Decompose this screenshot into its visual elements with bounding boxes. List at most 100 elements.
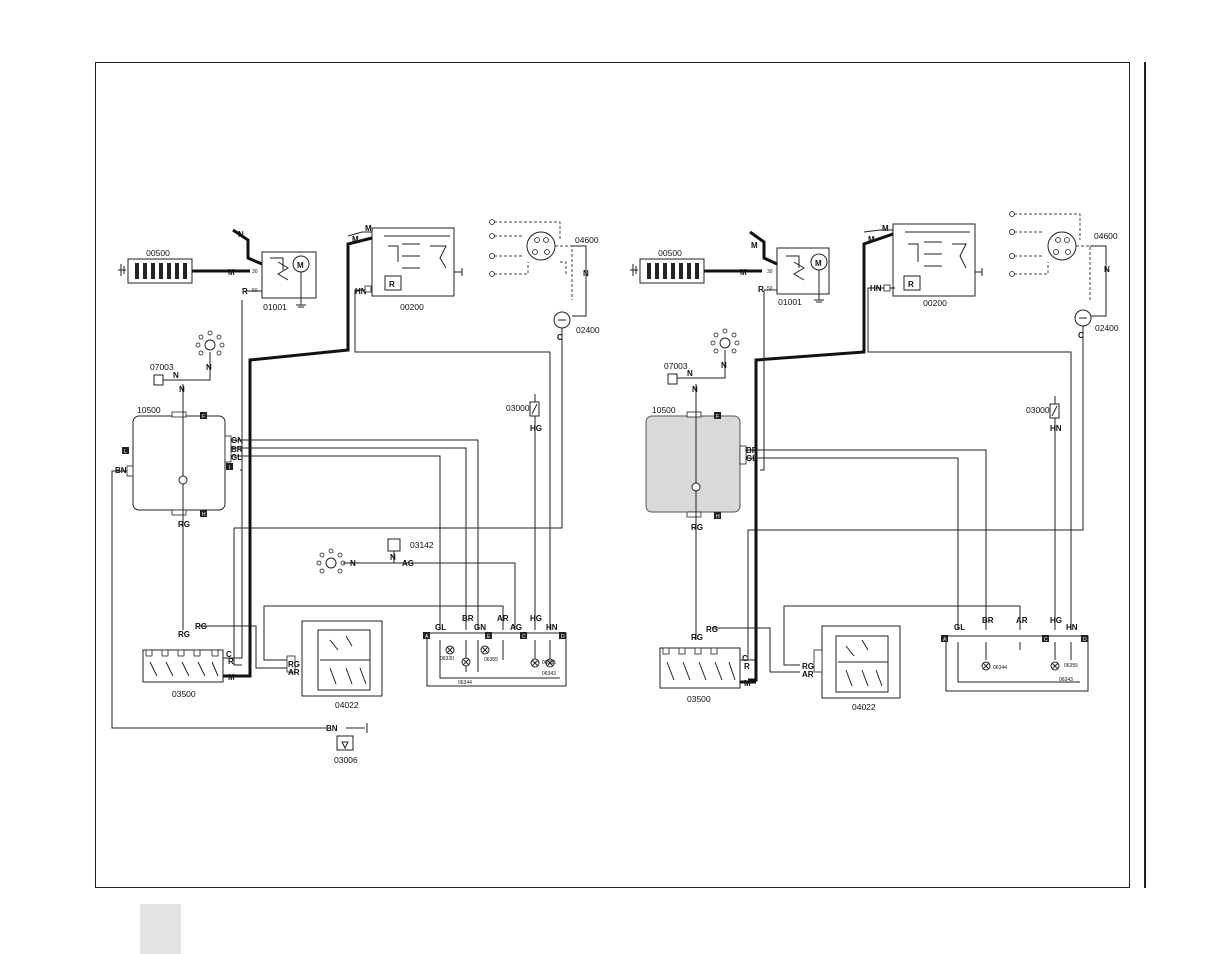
svg-text:RG: RG <box>691 523 703 532</box>
alternator-00200-r: R 00200 <box>892 223 983 308</box>
svg-text:N: N <box>721 361 727 370</box>
svg-text:L: L <box>124 449 127 455</box>
switch-code: 04022 <box>335 700 359 710</box>
svg-text:M: M <box>815 259 822 268</box>
svg-text:GL: GL <box>435 623 446 632</box>
svg-text:06355: 06355 <box>542 660 556 666</box>
svg-text:RG: RG <box>288 660 300 669</box>
svg-text:H: H <box>202 512 206 518</box>
ignition-switch-code-r: 04600 <box>1094 231 1118 241</box>
svg-text:06355: 06355 <box>1064 663 1078 669</box>
svg-text:D: D <box>561 634 565 640</box>
svg-text:D: D <box>1083 637 1087 643</box>
svg-text:06343: 06343 <box>1059 677 1073 683</box>
svg-text:AR: AR <box>802 670 814 679</box>
svg-text:C: C <box>226 650 232 659</box>
svg-text:N: N <box>390 553 396 562</box>
oil-sender-code-r: 02400 <box>1095 323 1119 333</box>
svg-text:RG: RG <box>178 520 190 529</box>
svg-text:AR: AR <box>1016 616 1028 625</box>
svg-text:F: F <box>202 414 205 420</box>
battery-code: 00500 <box>146 248 170 258</box>
svg-text:M: M <box>365 224 372 233</box>
alternator-00200: R 00200 <box>371 227 463 312</box>
svg-text:HG: HG <box>1050 616 1062 625</box>
svg-text:RG: RG <box>195 622 207 631</box>
ignition-switch-code: 04600 <box>575 235 599 245</box>
sensor-star-2 <box>316 548 346 574</box>
battery-code-r: 00500 <box>658 248 682 258</box>
relay-03142: 03142 <box>387 538 434 552</box>
svg-text:N: N <box>173 371 179 380</box>
connector-07003-code-r: 07003 <box>664 361 688 371</box>
instrument-panel-10500-r: 10500 <box>645 405 741 518</box>
switch-04022: 04022 <box>286 620 383 710</box>
svg-text:M: M <box>868 235 875 244</box>
svg-text:R: R <box>228 657 234 666</box>
battery-cells <box>135 263 187 279</box>
svg-text:A: A <box>425 634 429 640</box>
svg-text:GN: GN <box>474 623 486 632</box>
svg-text:HN: HN <box>1066 623 1078 632</box>
svg-text:E: E <box>487 634 491 640</box>
svg-text:C: C <box>557 333 563 342</box>
sensor-star-1 <box>195 330 225 356</box>
svg-text:RG: RG <box>802 662 814 671</box>
svg-text:M: M <box>882 224 889 233</box>
svg-text:GL: GL <box>954 623 965 632</box>
svg-text:N: N <box>238 230 244 239</box>
svg-text:N: N <box>179 385 185 394</box>
wire-label-m: M <box>228 268 235 277</box>
fuse-box-03500: 03500 <box>142 649 224 699</box>
lamp-cluster: 06330 06365 06344 06355 06343 A E C D <box>423 632 567 687</box>
sensor-03000: 03000 <box>506 401 540 417</box>
svg-text:M: M <box>751 241 758 250</box>
instrument-panel-code: 10500 <box>137 405 161 415</box>
relay-code: 03142 <box>410 540 434 550</box>
svg-text:BR: BR <box>462 614 474 623</box>
starter-code-r: 01001 <box>778 297 802 307</box>
svg-text:06330: 06330 <box>440 656 454 662</box>
lamp-cluster-r: 06344 06355 06343 A C D <box>941 635 1089 692</box>
svg-text:06343: 06343 <box>542 671 556 677</box>
oil-sender-02400-r: 02400 <box>1074 309 1119 333</box>
svg-text:I: I <box>229 465 230 471</box>
svg-text:RG: RG <box>706 625 718 634</box>
svg-text:C: C <box>1078 331 1084 340</box>
switch-code-r: 04022 <box>852 702 876 712</box>
svg-text:M: M <box>228 673 235 682</box>
instrument-panel-code-r: 10500 <box>652 405 676 415</box>
svg-text:AG: AG <box>510 623 522 632</box>
oil-sender-code: 02400 <box>576 325 600 335</box>
ground-03006: 03006 <box>334 735 358 765</box>
svg-text:R: R <box>908 280 914 289</box>
motor-symbol: M <box>297 261 304 270</box>
svg-text:N: N <box>583 269 589 278</box>
svg-text:C: C <box>742 654 748 663</box>
connector-07003-r: 07003 <box>664 361 688 385</box>
fuse-box-03500-r: 03500 <box>659 647 741 704</box>
starter-code: 01001 <box>263 302 287 312</box>
svg-text:RG: RG <box>178 630 190 639</box>
svg-text:50: 50 <box>767 286 773 292</box>
oil-sender-02400: 02400 <box>553 311 600 335</box>
battery-00500-r: 00500 <box>630 248 705 284</box>
svg-text:GN: GN <box>231 436 243 445</box>
svg-text:06344: 06344 <box>458 680 472 686</box>
svg-text:HG: HG <box>530 424 542 433</box>
instrument-panel-10500: 10500 <box>132 405 226 516</box>
starter-01001: M 30 50 01001 <box>252 251 317 312</box>
right-diagram: 00500 M M 30 50 01001 M R R 00200 M M HN <box>630 211 1119 712</box>
page-edge-line <box>1144 62 1146 888</box>
fuse-box-code-r: 03500 <box>687 694 711 704</box>
svg-text:BN: BN <box>115 466 127 475</box>
svg-text:R: R <box>744 662 750 671</box>
alternator-feed <box>248 236 373 540</box>
starter-01001-r: M 30 50 01001 <box>767 247 830 307</box>
svg-text:M: M <box>740 268 747 277</box>
switch-04022-r: 04022 <box>813 625 901 712</box>
main-feed-to-alternator <box>232 228 263 266</box>
sensor-03000-code-r: 03000 <box>1026 405 1050 415</box>
alternator-code-r: 00200 <box>923 298 947 308</box>
svg-text:M: M <box>744 679 751 688</box>
